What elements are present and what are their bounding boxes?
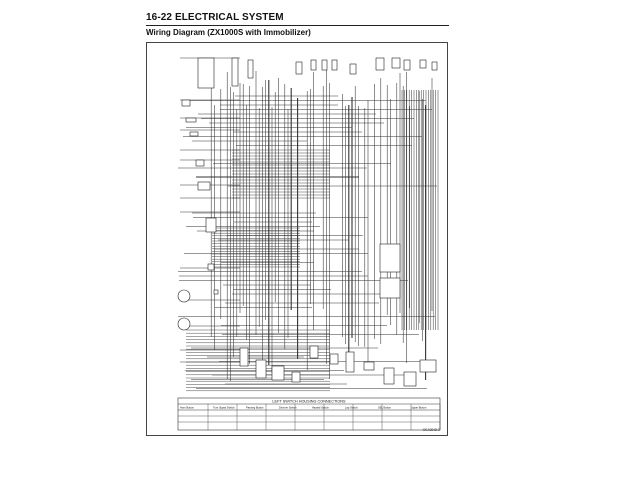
top-connector (419, 59, 427, 69)
top-connector (391, 57, 401, 69)
junction-block (379, 243, 401, 273)
junction-block (403, 371, 417, 387)
left-component (205, 217, 217, 233)
sensor-symbol (177, 289, 191, 303)
junction-block (329, 353, 339, 365)
top-connector (375, 57, 385, 71)
junction-block (239, 347, 249, 367)
switch-housing-table: LEFT SWITCH HOUSING CONNECTIONS Horn But… (177, 397, 441, 431)
top-connector (295, 61, 303, 75)
page-header: 16-22 ELECTRICAL SYSTEM (146, 12, 446, 23)
top-connector (331, 59, 338, 71)
left-component (195, 159, 205, 167)
top-connector (321, 59, 328, 71)
junction-block (271, 365, 285, 381)
header-rule (146, 25, 449, 26)
junction-block (309, 345, 319, 359)
table-column-header: Horn Button (180, 406, 194, 410)
left-component (207, 263, 215, 271)
junction-block (345, 351, 355, 373)
table-column-header: Lap Switch (345, 406, 358, 410)
table-columns: Horn Button Turn Signal Switch Passing But… (180, 404, 441, 430)
diagram-code: GEJ/2048 C (423, 428, 441, 432)
component-group (177, 57, 438, 387)
table-column-header: Passing Button (246, 406, 264, 410)
table-column-header: Dimmer Switch (279, 406, 297, 410)
table-title: LEFT SWITCH HOUSING CONNECTIONS (272, 400, 346, 404)
top-connector (349, 63, 357, 75)
table-column-header: Hazard Switch (312, 406, 329, 410)
left-component (189, 131, 199, 137)
diagram-title: Wiring Diagram (ZX1000S with Immobilizer… (146, 28, 311, 37)
top-connector (403, 59, 411, 71)
junction-block (419, 359, 437, 373)
table-frame (177, 397, 441, 431)
top-connector (431, 61, 438, 71)
section-title: 16-22 ELECTRICAL SYSTEM (146, 12, 284, 23)
junction-block (255, 359, 267, 379)
table-column-header: Turn Signal Switch (213, 406, 235, 410)
top-connector (231, 57, 239, 87)
left-component (185, 117, 197, 123)
top-connector (310, 59, 317, 71)
top-connector (247, 59, 254, 79)
junction-block (383, 367, 395, 385)
junction-block (379, 277, 401, 299)
table-column-header: Upper Button (411, 406, 427, 410)
left-component (181, 99, 191, 107)
top-connector (197, 57, 215, 89)
left-component (197, 181, 211, 191)
table-column-header: SEL Button (378, 406, 392, 410)
left-component (213, 289, 219, 295)
wire-group (178, 57, 439, 392)
sensor-symbol (177, 317, 191, 331)
junction-block (291, 371, 301, 383)
junction-block (363, 361, 375, 371)
